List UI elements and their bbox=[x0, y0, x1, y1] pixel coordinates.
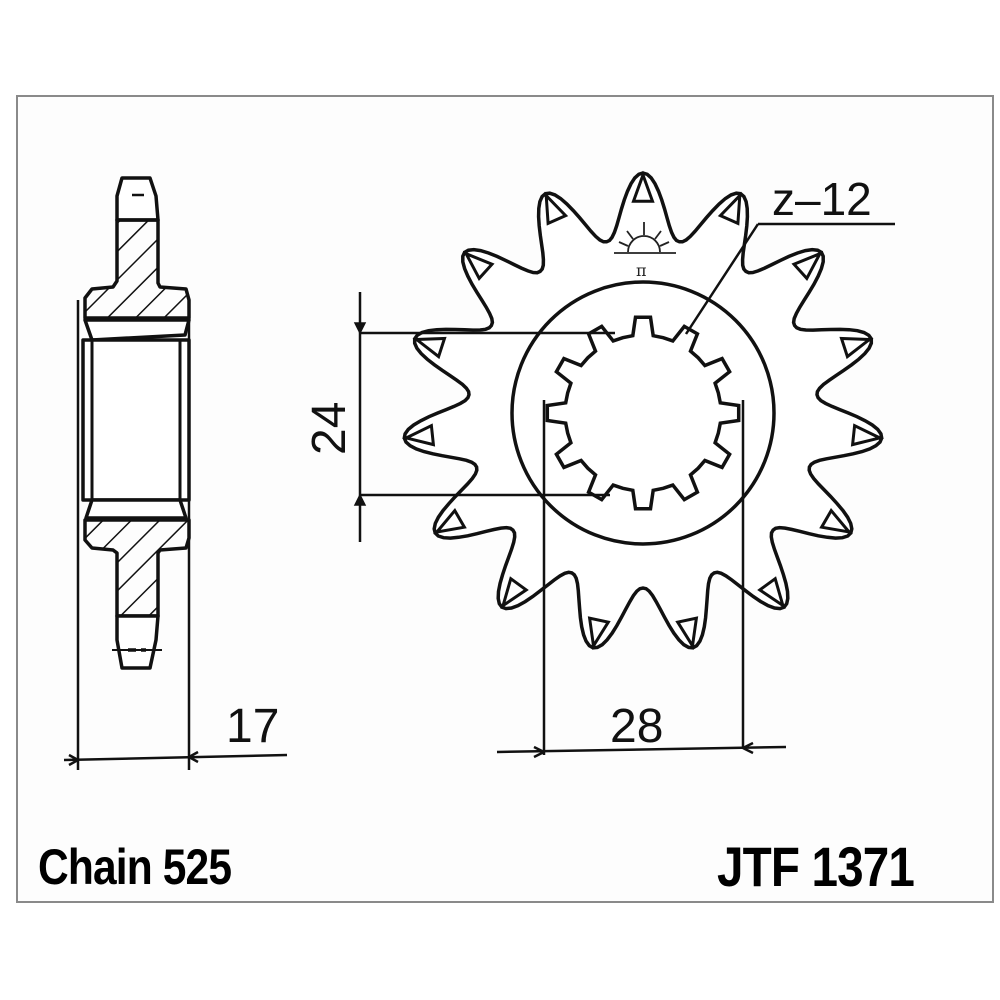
tooth-tip bbox=[717, 191, 742, 226]
side-width-dimension: 17 bbox=[226, 700, 279, 753]
tooth-tip bbox=[412, 336, 447, 360]
tooth-tip bbox=[401, 423, 436, 447]
tooth-tip bbox=[675, 616, 699, 651]
dimension-line-17 bbox=[63, 753, 288, 762]
tooth-tip bbox=[819, 507, 853, 535]
tooth-tip bbox=[587, 616, 611, 651]
bore-height-dimension: 24 bbox=[303, 402, 356, 455]
tooth-tip bbox=[839, 336, 874, 360]
side-view bbox=[63, 176, 288, 770]
bore-width-dimension: 28 bbox=[610, 700, 663, 753]
side-tooth-top bbox=[115, 176, 160, 222]
tooth-tip bbox=[433, 507, 467, 535]
side-hub-chamfer-bottom bbox=[84, 498, 188, 520]
spline-count-leader bbox=[684, 223, 760, 335]
part-number-label: JTF 1371 bbox=[717, 835, 915, 898]
dimension-line-28 bbox=[496, 745, 787, 754]
tooth-tip-triangles bbox=[401, 170, 885, 651]
side-web-bottom-hatched bbox=[83, 518, 191, 618]
chain-size-label: Chain 525 bbox=[38, 839, 232, 895]
tooth-tip bbox=[462, 250, 495, 281]
side-web-top-hatched bbox=[83, 218, 191, 320]
front-view bbox=[353, 170, 895, 759]
spline-bore bbox=[545, 315, 741, 511]
tooth-tip bbox=[850, 423, 885, 447]
tooth-tip bbox=[544, 191, 569, 226]
tooth-tip bbox=[631, 170, 655, 203]
spline-count-label: z–12 bbox=[772, 173, 872, 225]
side-hub-bore bbox=[81, 338, 191, 502]
logo-mark: π bbox=[636, 261, 647, 280]
tooth-tip bbox=[500, 576, 529, 610]
tooth-tip bbox=[791, 250, 824, 281]
side-tooth-bottom bbox=[115, 614, 160, 670]
tooth-tip bbox=[757, 576, 786, 610]
side-hub-chamfer-top bbox=[83, 318, 191, 342]
sun-logo-icon bbox=[614, 222, 676, 254]
